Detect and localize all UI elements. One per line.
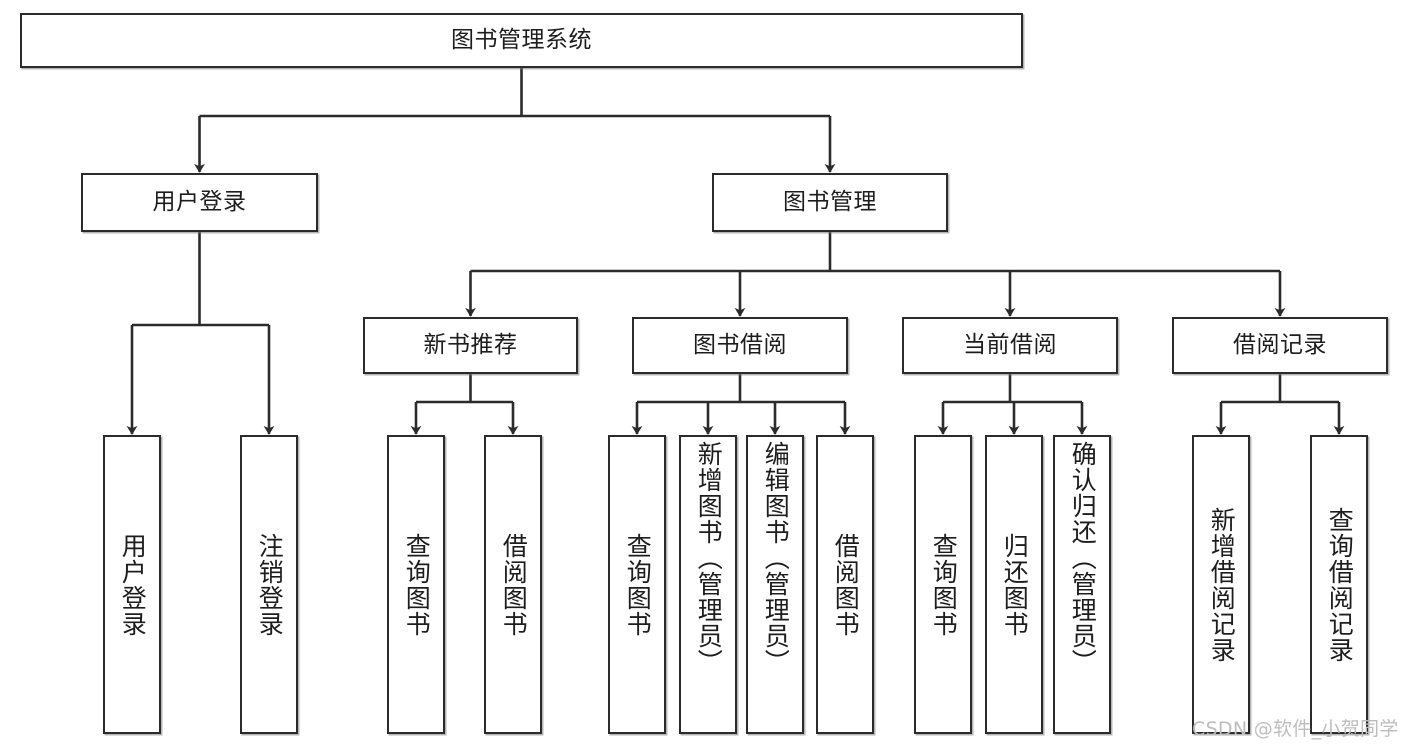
node-leaf-logout[interactable]: 注销登录: [240, 435, 298, 734]
node-label: 查询借阅记录: [1325, 506, 1355, 663]
watermark-text: CSDN @软件_小贺同学: [1192, 718, 1399, 740]
node-current-borrow[interactable]: 当前借阅: [902, 317, 1118, 374]
node-borrow-record[interactable]: 借阅记录: [1172, 317, 1388, 374]
node-label: 图书管理: [783, 189, 877, 215]
node-label: 新增图书（管理员）: [694, 441, 724, 675]
node-label: 用户登录: [118, 532, 148, 637]
node-leaf-borrow-book[interactable]: 借阅图书: [816, 435, 874, 734]
node-leaf-borrow-book-rec[interactable]: 借阅图书: [484, 435, 542, 734]
node-root[interactable]: 图书管理系统: [20, 13, 1023, 68]
node-label: 借阅图书: [831, 532, 861, 637]
node-label: 借阅图书: [499, 532, 529, 637]
node-label: 图书借阅: [693, 332, 787, 358]
node-user-login[interactable]: 用户登录: [81, 173, 318, 232]
node-leaf-query-book-borrow[interactable]: 查询图书: [608, 435, 666, 734]
node-label: 图书管理系统: [451, 27, 592, 53]
node-label: 新增借阅记录: [1207, 506, 1237, 663]
node-leaf-return-book[interactable]: 归还图书: [985, 435, 1043, 734]
node-label: 查询图书: [623, 532, 653, 637]
node-book-manage[interactable]: 图书管理: [712, 173, 948, 232]
node-label: 注销登录: [255, 532, 285, 637]
node-book-borrow[interactable]: 图书借阅: [632, 317, 848, 374]
node-label: 用户登录: [152, 189, 247, 215]
node-leaf-user-login[interactable]: 用户登录: [103, 435, 161, 734]
node-leaf-edit-book[interactable]: 编辑图书（管理员）: [746, 435, 804, 734]
node-leaf-confirm-return[interactable]: 确认归还（管理员）: [1053, 435, 1111, 734]
node-leaf-query-book-current[interactable]: 查询图书: [914, 435, 972, 734]
node-label: 查询图书: [402, 532, 432, 637]
node-leaf-query-book-rec[interactable]: 查询图书: [387, 435, 445, 734]
node-leaf-add-book[interactable]: 新增图书（管理员）: [679, 435, 737, 734]
node-label: 新书推荐: [423, 332, 518, 358]
node-leaf-query-record[interactable]: 查询借阅记录: [1310, 435, 1368, 734]
node-label: 当前借阅: [963, 332, 1057, 358]
node-new-book-recommend[interactable]: 新书推荐: [363, 317, 578, 374]
node-label: 确认归还（管理员）: [1068, 441, 1098, 675]
node-label: 查询图书: [929, 532, 959, 637]
node-leaf-add-record[interactable]: 新增借阅记录: [1192, 435, 1250, 734]
node-label: 借阅记录: [1233, 332, 1327, 358]
node-label: 归还图书: [1000, 532, 1030, 637]
node-label: 编辑图书（管理员）: [761, 441, 791, 675]
